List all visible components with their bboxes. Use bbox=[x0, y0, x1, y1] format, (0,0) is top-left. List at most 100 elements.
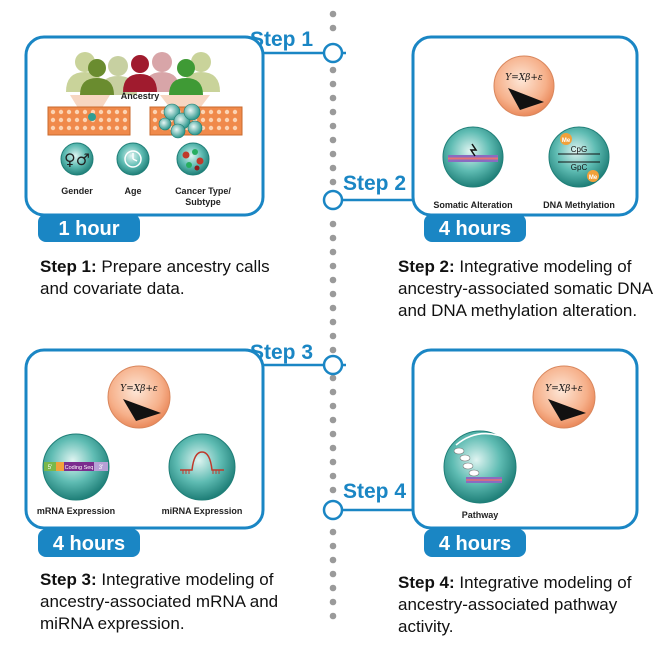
step-4-panel bbox=[411, 348, 639, 530]
step-3-node bbox=[322, 354, 344, 376]
gender-label: Gender bbox=[61, 186, 93, 196]
regression-model-icon: Y=Xβ+ε bbox=[107, 365, 171, 429]
timeline-dot bbox=[329, 318, 337, 326]
step-3-group: Step 3 Y=Xβ+ε 5' Coding Seq 3' mRNA Expr… bbox=[24, 341, 346, 557]
ancestry-label: Ancestry bbox=[121, 91, 160, 101]
timeline-dot bbox=[329, 528, 337, 536]
step-1-desc-text: Prepare ancestry calls and covariate dat… bbox=[40, 257, 270, 298]
timeline-dot bbox=[329, 542, 337, 550]
timeline-dot bbox=[329, 234, 337, 242]
mrna-expression-icon: 5' Coding Seq 3' bbox=[42, 433, 110, 501]
timeline-dot bbox=[329, 486, 337, 494]
timeline-dot bbox=[329, 24, 337, 32]
timeline-dot bbox=[329, 430, 337, 438]
step-1-group: Step 1 Ancestry bbox=[24, 28, 346, 242]
age-label: Age bbox=[124, 186, 141, 196]
step-4-node bbox=[322, 499, 344, 521]
step-1-duration: 1 hour bbox=[58, 218, 119, 240]
timeline-dot bbox=[329, 346, 337, 354]
timeline-dot bbox=[329, 458, 337, 466]
timeline-dot bbox=[329, 248, 337, 256]
pathway-cell-icon bbox=[443, 430, 517, 504]
dna-methylation-label: DNA Methylation bbox=[543, 200, 615, 210]
svg-text:3': 3' bbox=[99, 465, 103, 471]
cancer-type-label: Cancer Type/Subtype bbox=[175, 186, 231, 207]
mrna-expression-label: mRNA Expression bbox=[37, 506, 115, 516]
step-4-desc-label: Step 4: bbox=[398, 573, 455, 592]
timeline-dot bbox=[329, 262, 337, 270]
formula-4: Y=Xβ+ε bbox=[545, 384, 583, 394]
timeline-dot bbox=[329, 66, 337, 74]
timeline-dot bbox=[329, 136, 337, 144]
step-4-description: Step 4: Integrative modeling of ancestry… bbox=[398, 572, 660, 638]
timeline-dot bbox=[329, 220, 337, 228]
formula-3: Y=Xβ+ε bbox=[120, 384, 158, 394]
clock-icon bbox=[116, 142, 150, 176]
step-4-duration: 4 hours bbox=[439, 533, 511, 555]
step-2-group: Step 2 Y=Xβ+ε Somatic Alteration CpG GpC… bbox=[322, 35, 639, 242]
regression-model-icon: Y=Xβ+ε bbox=[493, 55, 555, 117]
somatic-alteration-icon bbox=[442, 126, 504, 188]
timeline-dot bbox=[329, 94, 337, 102]
timeline-dot bbox=[329, 584, 337, 592]
timeline-dots bbox=[329, 10, 337, 620]
timeline-dot bbox=[329, 178, 337, 186]
timeline-dot bbox=[329, 598, 337, 606]
timeline-dot bbox=[329, 108, 337, 116]
svg-text:Me: Me bbox=[562, 138, 571, 144]
svg-text:5': 5' bbox=[48, 465, 52, 471]
step-4-desc-text: Integrative modeling of ancestry-associa… bbox=[398, 573, 632, 636]
dna-methylation-icon: CpG GpC Me Me bbox=[548, 126, 610, 188]
step-3-description: Step 3: Integrative modeling of ancestry… bbox=[40, 569, 302, 635]
step-2-desc-label: Step 2: bbox=[398, 257, 455, 276]
timeline-dot bbox=[329, 290, 337, 298]
gender-icon: ♀♂ bbox=[60, 142, 94, 176]
timeline-dot bbox=[329, 444, 337, 452]
svg-text:♀♂: ♀♂ bbox=[64, 150, 90, 169]
timeline-dot bbox=[329, 332, 337, 340]
mirna-expression-label: miRNA Expression bbox=[162, 506, 243, 516]
tissue-samples bbox=[47, 95, 243, 139]
step-2-duration: 4 hours bbox=[439, 218, 511, 240]
timeline-dot bbox=[329, 472, 337, 480]
step-2-tag: Step 2 bbox=[343, 172, 406, 195]
step-3-duration-badge bbox=[38, 529, 140, 557]
timeline-dot bbox=[329, 276, 337, 284]
timeline-dot bbox=[329, 416, 337, 424]
timeline-dot bbox=[329, 80, 337, 88]
timeline-dot bbox=[329, 570, 337, 578]
people-icons bbox=[66, 52, 220, 95]
step-3-desc-text: Integrative modeling of ancestry-associa… bbox=[40, 570, 279, 633]
svg-text:Me: Me bbox=[589, 175, 598, 181]
pathway-label: Pathway bbox=[462, 510, 499, 520]
timeline-dot bbox=[329, 304, 337, 312]
step-4-group: Step 4 Y=Xβ+ε Pathway 4 hours bbox=[322, 348, 639, 557]
step-4-tag: Step 4 bbox=[343, 480, 406, 503]
step-1-duration-badge bbox=[38, 214, 140, 242]
step-2-duration-badge bbox=[424, 214, 526, 242]
timeline-dot bbox=[329, 612, 337, 620]
step-1-tag: Step 1 bbox=[250, 28, 313, 51]
mirna-hairpin-icon bbox=[168, 433, 236, 501]
step-3-desc-label: Step 3: bbox=[40, 570, 97, 589]
timeline-dot bbox=[329, 556, 337, 564]
step-3-duration: 4 hours bbox=[53, 533, 125, 555]
step-2-description: Step 2: Integrative modeling of ancestry… bbox=[398, 256, 660, 322]
svg-text:Coding Seq: Coding Seq bbox=[65, 465, 94, 471]
cancer-cells-icon bbox=[176, 142, 210, 176]
timeline-dot bbox=[329, 10, 337, 18]
timeline-dot bbox=[329, 150, 337, 158]
step-2-node bbox=[322, 189, 344, 211]
step-3-tag: Step 3 bbox=[250, 341, 313, 364]
timeline-dot bbox=[329, 164, 337, 172]
svg-text:CpG: CpG bbox=[571, 145, 587, 154]
formula-2: Y=Xβ+ε bbox=[505, 73, 543, 83]
timeline-dot bbox=[329, 402, 337, 410]
timeline-dot bbox=[329, 388, 337, 396]
step-1-desc-label: Step 1: bbox=[40, 257, 97, 276]
regression-model-icon: Y=Xβ+ε bbox=[532, 365, 596, 429]
step-4-duration-badge bbox=[424, 529, 526, 557]
svg-text:GpC: GpC bbox=[571, 163, 588, 172]
somatic-alteration-label: Somatic Alteration bbox=[433, 200, 512, 210]
